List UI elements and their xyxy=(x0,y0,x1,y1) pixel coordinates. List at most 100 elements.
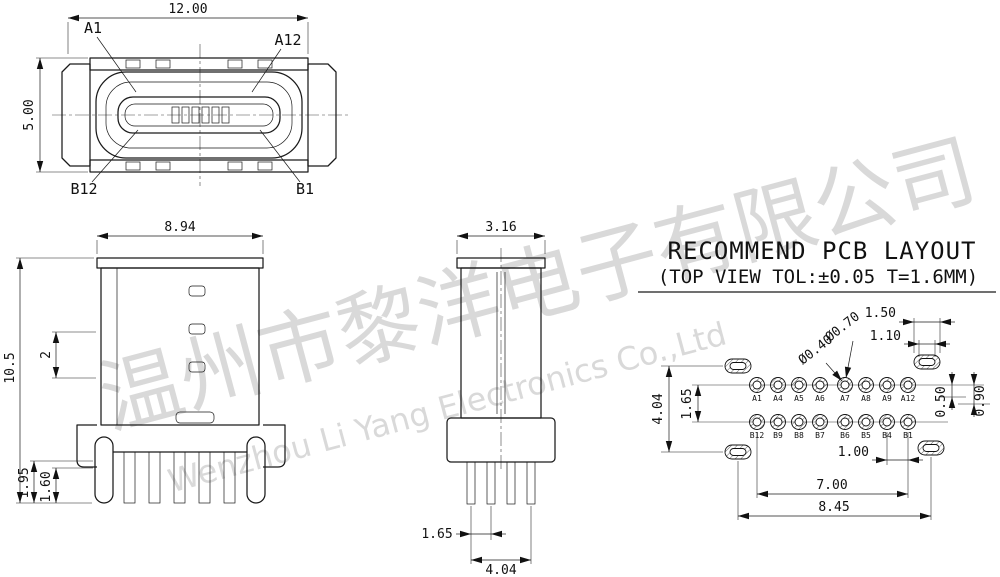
top-view: 12.00 5.00 A1 A12 B12 B1 xyxy=(22,2,348,198)
dim-label: 0.90 xyxy=(973,385,988,416)
pad-hole xyxy=(882,417,892,427)
right-wing xyxy=(263,424,286,468)
connector-shell xyxy=(61,57,337,173)
dim-pin-pitch: 1.65 xyxy=(421,506,506,542)
pin xyxy=(526,461,536,505)
pin-label: A8 xyxy=(861,394,871,403)
dim-rows-span: 4.04 xyxy=(651,365,723,453)
pin xyxy=(486,461,496,505)
dim-top-width: 12.00 xyxy=(67,2,309,54)
dim-label: 2 xyxy=(39,351,54,359)
leg xyxy=(198,451,211,504)
oval-hole-top-left-inner xyxy=(729,362,747,370)
pcb-title: RECOMMEND PCB LAYOUT (TOP VIEW TOL:±0.05… xyxy=(638,237,996,293)
left-hook xyxy=(94,436,114,504)
dim-label: 1.10 xyxy=(870,329,901,344)
contact xyxy=(201,106,210,124)
pin-labels-row-b: B12 B9 B8 B7 B6 B5 B4 B1 xyxy=(750,431,913,440)
callout-a1: A1 xyxy=(84,19,102,37)
contact xyxy=(191,106,200,124)
oval-hole-bottom-right-inner xyxy=(922,444,940,452)
callout-b1: B1 xyxy=(296,180,314,198)
pcb-pads-row-b xyxy=(749,414,916,430)
pad-hole xyxy=(903,417,913,427)
pad-hole xyxy=(861,417,871,427)
dim-top-height: 5.00 xyxy=(22,57,88,173)
pin-label: A6 xyxy=(815,394,825,403)
latch-slot xyxy=(188,323,206,335)
leg xyxy=(148,451,161,504)
dim-offset-b: 0.90 xyxy=(958,372,990,417)
pin-label: A7 xyxy=(840,394,850,403)
dim-offset-a: 0.50 xyxy=(934,372,966,418)
dim-label: 1.00 xyxy=(838,445,869,460)
dim-oval-inner: 1.10 xyxy=(870,329,950,357)
hole-inner-dia-label: Ø0.40 xyxy=(796,332,836,368)
bottom-tab xyxy=(227,161,243,171)
latch-slot xyxy=(188,285,206,297)
pcb-title-line1: RECOMMEND PCB LAYOUT xyxy=(668,237,977,265)
pad-hole xyxy=(861,380,871,390)
dim-label: 7.00 xyxy=(816,478,847,493)
pad-hole xyxy=(752,380,762,390)
shell-inner-oval xyxy=(105,81,293,149)
front-body xyxy=(76,257,286,504)
dim-pin-span: 4.04 xyxy=(470,506,532,577)
dim-label: 1.95 xyxy=(17,467,32,498)
pin-callouts: A1 A12 B12 B1 xyxy=(70,19,314,198)
right-hook xyxy=(246,436,266,504)
pin xyxy=(466,461,476,505)
dim-total-width: 8.45 xyxy=(737,457,932,520)
main-body xyxy=(100,267,260,426)
front-view: 8.94 10.5 2 1.95 1.60 xyxy=(3,220,286,504)
dim-pad-pitch: 1.00 xyxy=(838,432,923,465)
dim-front-width: 8.94 xyxy=(96,220,264,254)
pad-hole xyxy=(840,417,850,427)
pin-labels-row-a: A1 A4 A5 A6 A7 A8 A9 A12 xyxy=(752,394,915,403)
dim-label: 1.65 xyxy=(421,527,452,542)
bottom-band xyxy=(89,159,309,173)
leg xyxy=(123,451,136,504)
pin-label: B9 xyxy=(773,431,783,440)
mounting-ovals xyxy=(724,354,945,460)
oval-hole-bottom-left-inner xyxy=(729,448,747,456)
wide-slot xyxy=(175,411,215,424)
callout-b12: B12 xyxy=(70,180,97,198)
pin-label: B6 xyxy=(840,431,850,440)
dim-label: 0.50 xyxy=(934,386,949,417)
pad-hole xyxy=(773,417,783,427)
side-view: 3.16 1.65 4.04 xyxy=(421,220,556,577)
pcb-layout: RECOMMEND PCB LAYOUT (TOP VIEW TOL:±0.05… xyxy=(638,237,996,520)
leg xyxy=(223,451,236,504)
pin-label: B8 xyxy=(794,431,804,440)
pcb-pads-row-a xyxy=(749,377,916,393)
dim-row-pitch: 1.65 xyxy=(680,385,702,422)
tongue-inner xyxy=(124,103,274,127)
pin-label: B5 xyxy=(861,431,871,440)
tongue-oval xyxy=(117,96,281,134)
pcb-title-line2: (TOP VIEW TOL:±0.05 T=1.6MM) xyxy=(658,266,978,288)
contact xyxy=(211,106,220,124)
pin xyxy=(506,461,516,505)
dim-label: 5.00 xyxy=(22,99,37,130)
pad-hole xyxy=(840,380,850,390)
top-tab xyxy=(227,59,243,69)
dim-label: 10.5 xyxy=(3,352,18,383)
bottom-tab xyxy=(155,161,171,171)
contact xyxy=(171,106,180,124)
pin-label: A9 xyxy=(882,394,892,403)
hole-diameter-callouts: Ø0.70 Ø0.40 xyxy=(796,309,863,382)
pad-hole xyxy=(773,380,783,390)
pad-hole xyxy=(794,380,804,390)
callout-a12: A12 xyxy=(274,31,301,49)
pad-hole xyxy=(815,380,825,390)
contact xyxy=(221,106,230,124)
pin-label: A4 xyxy=(773,394,783,403)
dim-front-tail: 2 xyxy=(39,331,96,379)
left-wing xyxy=(76,424,97,468)
dim-label: 8.94 xyxy=(164,220,195,235)
leg xyxy=(173,451,186,504)
oval-hole-top-right-inner xyxy=(918,358,936,366)
